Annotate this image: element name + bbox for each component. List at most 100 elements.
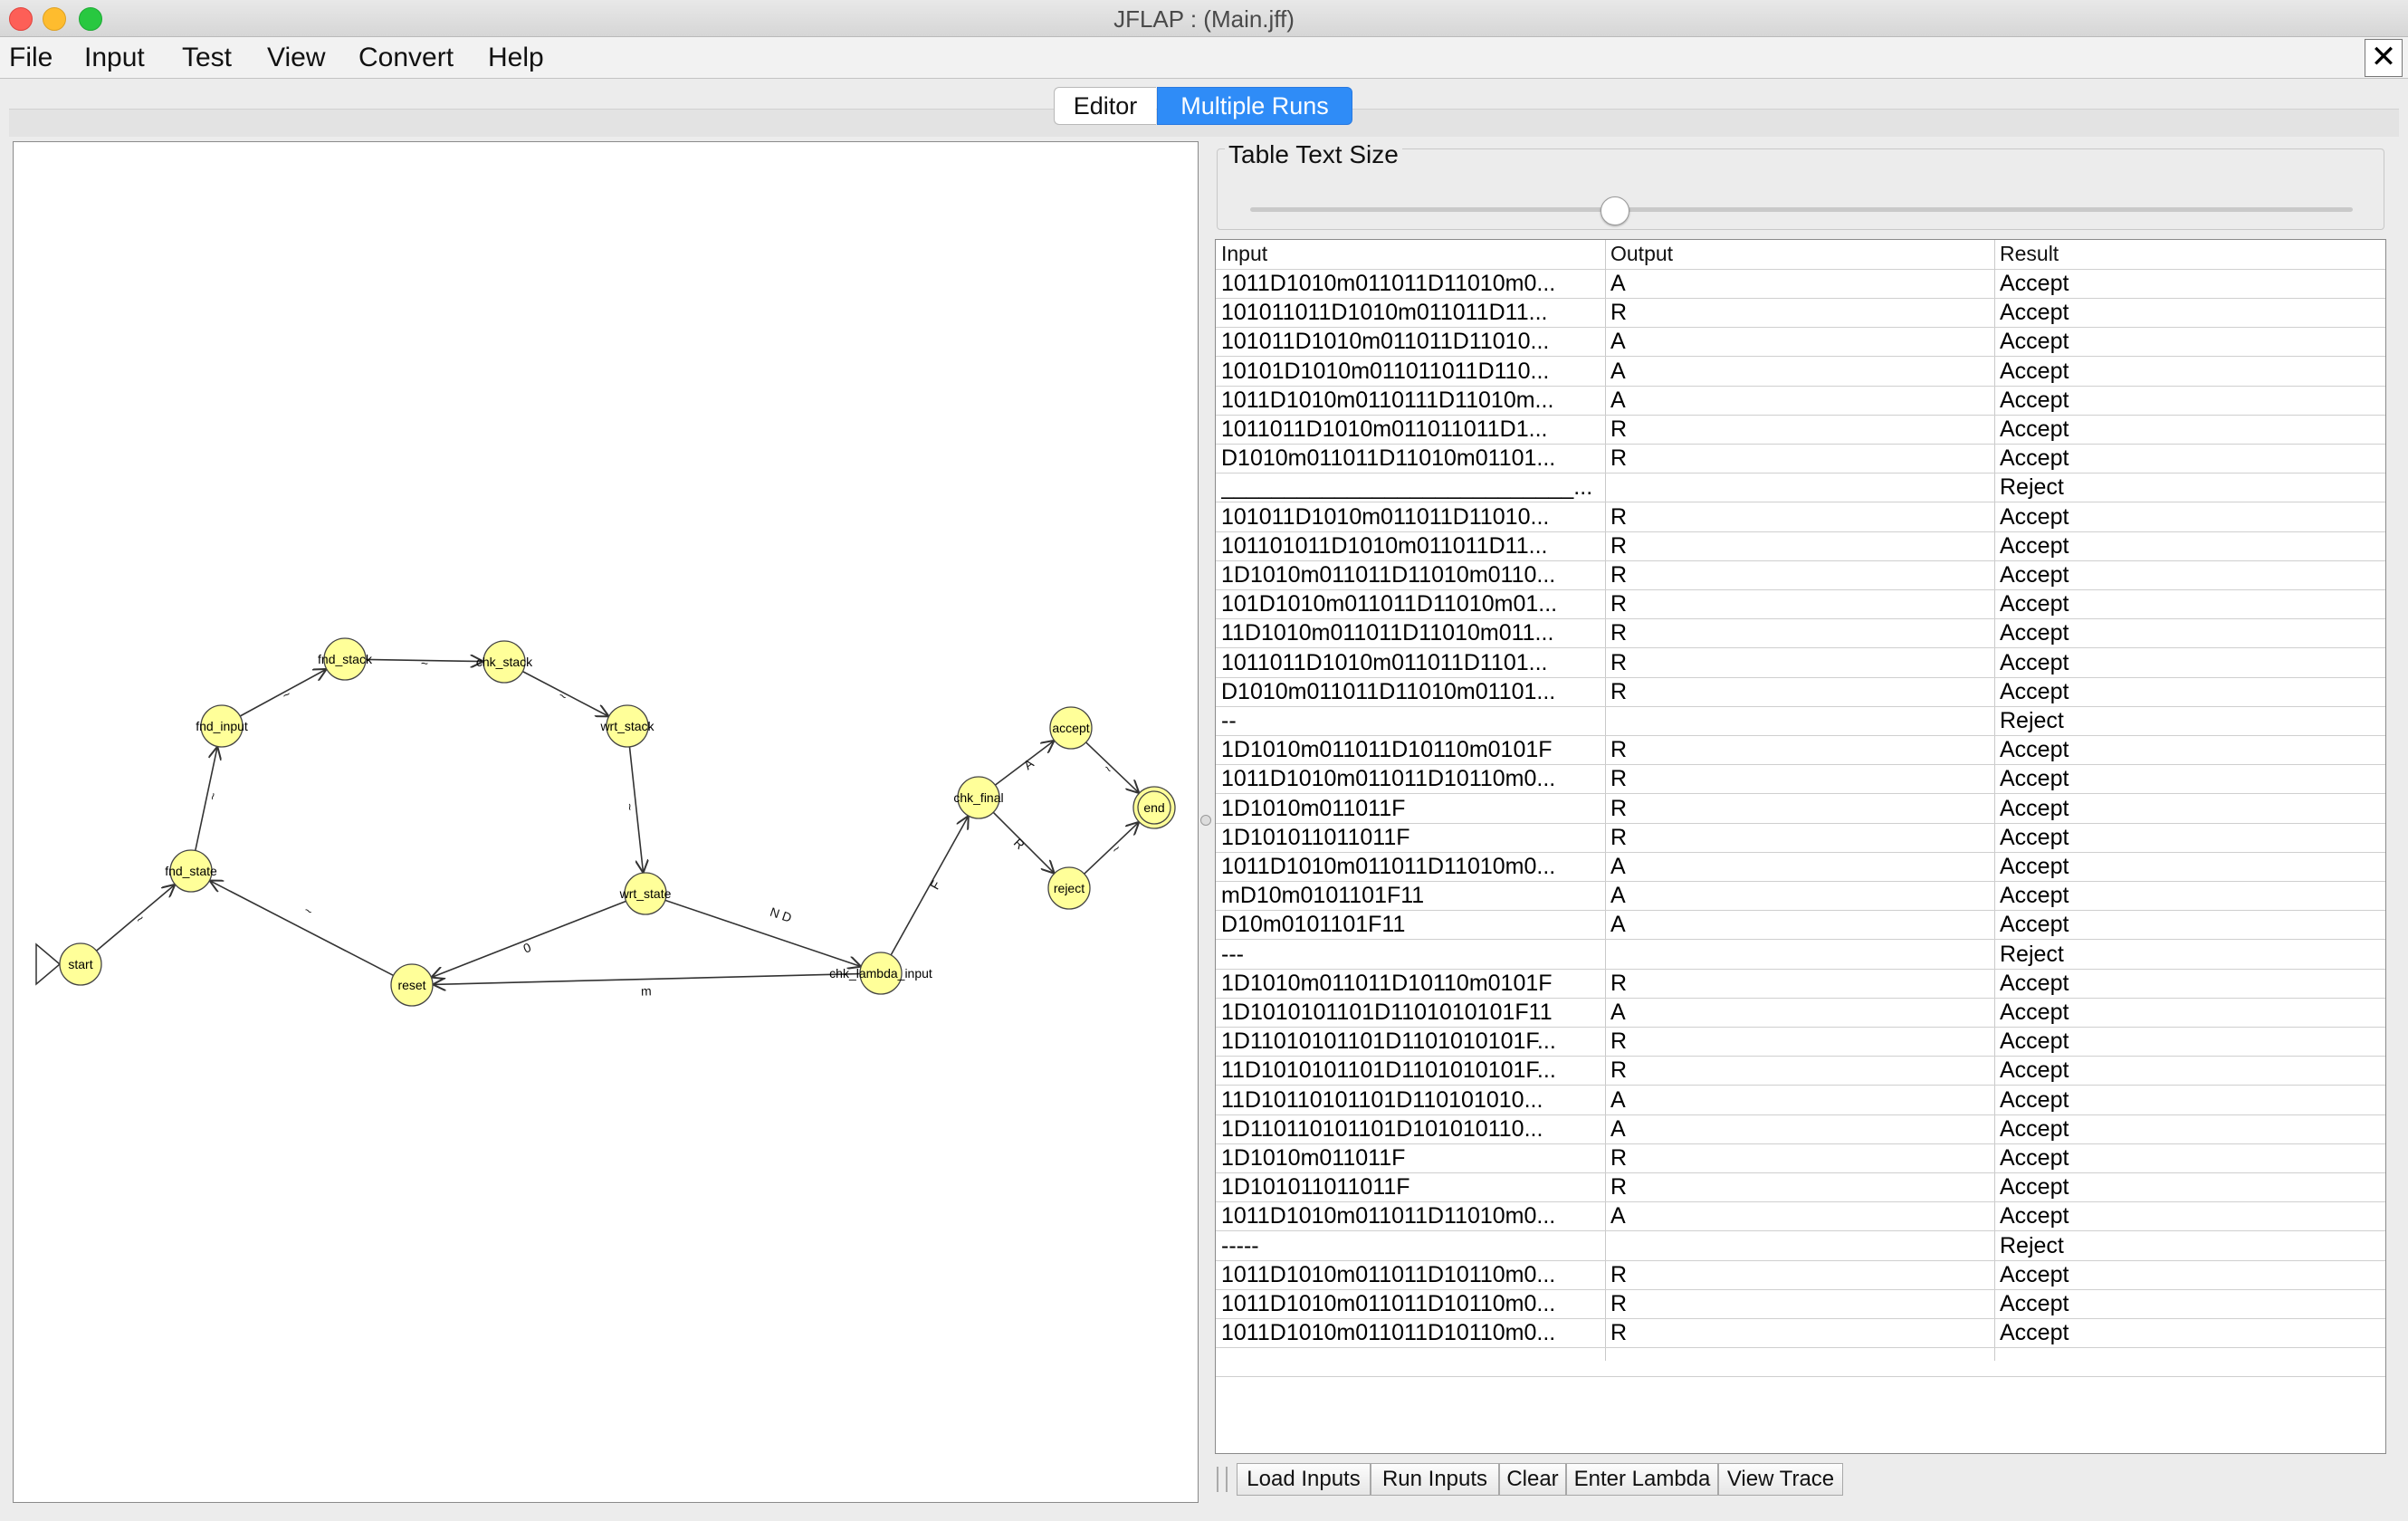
load-inputs-button[interactable]: Load Inputs xyxy=(1237,1463,1371,1496)
menu-help[interactable]: Help xyxy=(488,43,544,72)
state-wrt-state[interactable]: wrt_state xyxy=(619,872,672,915)
column-header-output[interactable]: Output xyxy=(1610,242,1674,265)
column-header-result[interactable]: Result xyxy=(2000,242,2059,265)
menu-file[interactable]: File xyxy=(9,43,53,72)
output-cell: R xyxy=(1610,1145,1628,1171)
clear-button[interactable]: Clear xyxy=(1499,1463,1566,1496)
window-minimize-button[interactable] xyxy=(43,7,66,31)
transition-arrow[interactable] xyxy=(522,670,608,717)
transition-arrow[interactable] xyxy=(664,899,861,966)
toolbar-grip-icon[interactable] xyxy=(1217,1467,1228,1492)
state-wrt-stack[interactable]: wrt_stack xyxy=(599,704,655,748)
split-pane-divider[interactable] xyxy=(1200,815,1211,826)
menu-test[interactable]: Test xyxy=(182,43,233,72)
transition-arrow[interactable] xyxy=(194,746,217,851)
table-row[interactable]: -----Reject xyxy=(1216,1231,2385,1261)
enter-lambda-button[interactable]: Enter Lambda xyxy=(1566,1463,1718,1496)
state-label: start xyxy=(68,957,92,971)
transition-arrow[interactable] xyxy=(992,811,1054,873)
table-row[interactable]: ____________________________...Reject xyxy=(1216,473,2385,503)
tab-multiple-runs[interactable]: Multiple Runs xyxy=(1157,87,1352,125)
transition-arrow[interactable] xyxy=(890,816,969,956)
result-cell: Accept xyxy=(2000,854,2069,879)
window-close-button[interactable] xyxy=(9,7,33,31)
transition-arrow[interactable] xyxy=(1085,741,1140,793)
result-cell: Accept xyxy=(2000,1320,2069,1346)
state-reset[interactable]: reset xyxy=(390,963,434,1007)
table-text-size-track[interactable] xyxy=(1250,207,2353,212)
transition-arrow[interactable] xyxy=(433,972,861,985)
output-cell: R xyxy=(1610,970,1628,996)
state-end[interactable]: end xyxy=(1132,786,1176,829)
transition-arrow[interactable] xyxy=(96,885,176,952)
transition-arrow[interactable] xyxy=(239,669,327,717)
state-chk-final[interactable]: chk_final xyxy=(953,776,1004,819)
table-row[interactable] xyxy=(1216,1347,2385,1378)
table-text-size-slider-thumb[interactable] xyxy=(1600,196,1629,225)
table-row[interactable]: ---Reject xyxy=(1216,940,2385,970)
tab-editor[interactable]: Editor xyxy=(1054,87,1156,125)
window-zoom-button[interactable] xyxy=(79,7,102,31)
transition-label: F xyxy=(927,878,943,892)
view-trace-button[interactable]: View Trace xyxy=(1718,1463,1843,1496)
transition-arrow[interactable] xyxy=(365,659,483,661)
table-row[interactable]: --Reject xyxy=(1216,706,2385,736)
column-header-input[interactable]: Input xyxy=(1221,242,1268,265)
runs-table[interactable]: Input Output Result 1011D1010m011011D110… xyxy=(1215,239,2386,1454)
run-inputs-button[interactable]: Run Inputs xyxy=(1371,1463,1499,1496)
input-cell: 11D10110101101D110101010... xyxy=(1221,1086,1543,1113)
state-fnd-state[interactable]: fnd_state xyxy=(165,849,217,893)
close-tab-icon[interactable]: ✕ xyxy=(2365,39,2403,77)
state-accept[interactable]: accept xyxy=(1049,706,1093,750)
state-fnd-input[interactable]: fnd_input xyxy=(196,704,248,748)
transition-arrow[interactable] xyxy=(994,741,1054,786)
menu-input[interactable]: Input xyxy=(84,43,145,72)
menu-view[interactable]: View xyxy=(267,43,326,72)
menu-convert[interactable]: Convert xyxy=(358,43,454,72)
state-fnd-stack[interactable]: fnd_stack xyxy=(318,637,373,681)
state-start[interactable]: start xyxy=(35,942,102,986)
result-cell: Accept xyxy=(2000,416,2069,442)
transition-arrow[interactable] xyxy=(431,900,626,977)
transition-arrow[interactable] xyxy=(209,881,394,977)
transition-arrow[interactable] xyxy=(1084,822,1140,875)
state-chk-stack[interactable]: chk_stack xyxy=(476,640,533,684)
transition-arrow[interactable] xyxy=(628,746,643,873)
state-reject[interactable]: reject xyxy=(1047,866,1091,910)
state-chk-lambda-input[interactable]: chk_lambda_input xyxy=(829,952,932,995)
